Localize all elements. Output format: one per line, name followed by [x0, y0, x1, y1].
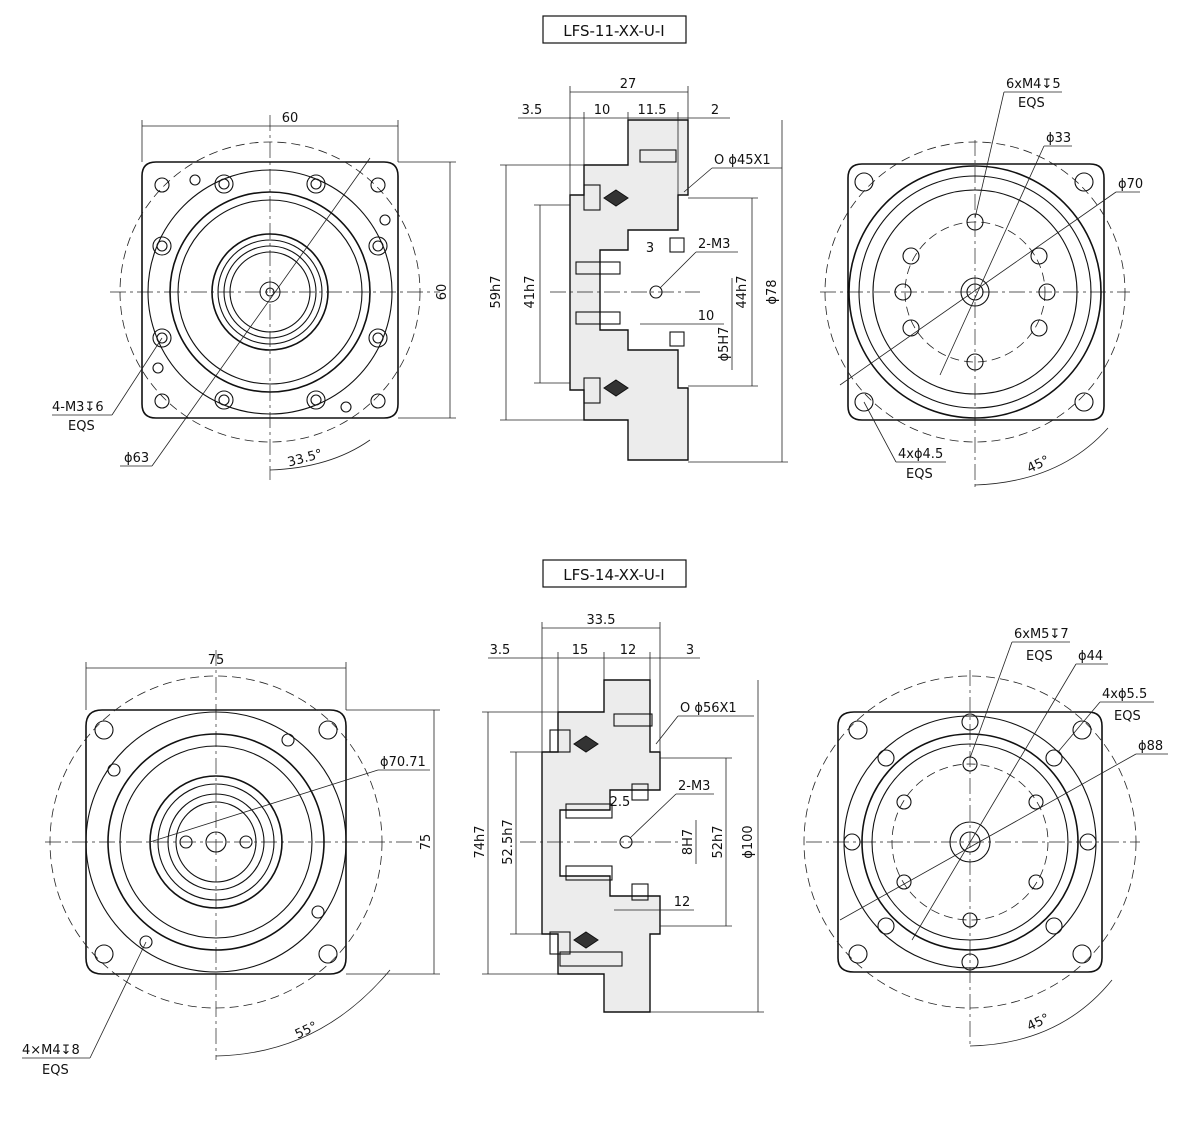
label-pcd: ϕ63 — [124, 451, 149, 466]
label-tapped-holes: 4-M3↧6 — [52, 400, 104, 415]
label-eqs: EQS — [1018, 96, 1045, 111]
label-eqs: EQS — [1026, 649, 1053, 664]
dim-width: 60 — [282, 111, 299, 126]
dim-small: 3 — [646, 241, 654, 256]
label-tapped-holes: 6xM5↧7 — [1014, 627, 1069, 642]
dim-width: 75 — [208, 653, 225, 668]
label-angle: 33.5° — [286, 447, 324, 471]
dim-diameter-4: 52h7 — [711, 825, 726, 858]
model-lfs-11: LFS-11-XX-U-I — [52, 15, 1143, 488]
dim-top-1: 3.5 — [490, 643, 511, 658]
model-lfs-14: LFS-14-XX-U-I 75 — [22, 559, 1168, 1078]
dim-depth: 12 — [674, 895, 691, 910]
label-radial-hole: 2-M3 — [698, 237, 730, 252]
model-title-box — [542, 559, 687, 588]
dim-height: 60 — [435, 284, 450, 301]
dim-overall: 33.5 — [587, 613, 616, 628]
dim-top-3: 12 — [620, 643, 637, 658]
dim-depth: 10 — [698, 309, 715, 324]
label-radial-hole: 2-M3 — [678, 779, 710, 794]
label-oring: O ϕ56X1 — [680, 701, 737, 716]
dim-diameter-1: 74h7 — [473, 825, 488, 858]
dim-top-2: 10 — [594, 103, 611, 118]
label-mount-holes: 4xϕ4.5 — [898, 447, 943, 462]
dim-diameter-1: 59h7 — [489, 275, 504, 308]
front-view: 60 60 4-M3↧6 EQS ϕ63 33.5° — [52, 111, 456, 480]
dim-diameter-3: 44h7 — [735, 275, 750, 308]
label-oring: O ϕ45X1 — [714, 153, 771, 168]
label-angle: 45° — [1025, 1011, 1052, 1034]
dim-small: 2.5 — [610, 795, 631, 810]
model-title: LFS-11-XX-U-I — [563, 22, 664, 40]
model-title: LFS-14-XX-U-I — [563, 566, 664, 584]
label-outer-diameter: ϕ70 — [1118, 177, 1143, 192]
dim-top-1: 3.5 — [522, 103, 543, 118]
rear-view: 6xM4↧5 EQS ϕ33 ϕ70 4xϕ4.5 EQS 45° — [820, 77, 1143, 488]
dim-diameter-3: 8H7 — [681, 829, 696, 855]
dim-height: 75 — [419, 834, 434, 851]
dim-top-4: 2 — [711, 103, 719, 118]
front-view: 75 75 ϕ70.71 4×M4↧8 EQS 55° — [22, 650, 440, 1078]
dim-diameter-5: ϕ100 — [741, 825, 756, 858]
dim-diameter-5: ϕ5H7 — [717, 327, 732, 362]
label-pcd: ϕ44 — [1078, 649, 1103, 664]
label-outer-diameter: ϕ88 — [1138, 739, 1163, 754]
label-pcd: ϕ33 — [1046, 131, 1071, 146]
dim-diameter-4: ϕ78 — [765, 279, 780, 304]
label-eqs: EQS — [42, 1063, 69, 1078]
label-eqs: EQS — [1114, 709, 1141, 724]
label-tapped-holes: 4×M4↧8 — [22, 1043, 80, 1058]
dim-top-2: 15 — [572, 643, 589, 658]
label-angle: 45° — [1025, 453, 1052, 476]
label-eqs: EQS — [68, 419, 95, 434]
dim-overall: 27 — [620, 77, 637, 92]
dim-diameter-2: 52.5h7 — [501, 819, 516, 864]
section-view: 33.5 3.5 15 12 3 O ϕ56X1 2-M3 2.5 12 74h… — [473, 613, 764, 1013]
label-angle: 55° — [293, 1019, 320, 1042]
dim-top-4: 3 — [686, 643, 694, 658]
model-title-box — [542, 15, 687, 44]
label-mount-holes: 4xϕ5.5 — [1102, 687, 1147, 702]
dim-diameter-2: 41h7 — [523, 275, 538, 308]
label-eqs: EQS — [906, 467, 933, 482]
rear-view: 6xM5↧7 EQS ϕ44 4xϕ5.5 EQS ϕ88 45° — [803, 627, 1168, 1048]
section-view: 27 3.5 10 11.5 2 O ϕ45X1 2-M3 3 10 59h7 — [489, 77, 788, 463]
label-tapped-holes: 6xM4↧5 — [1006, 77, 1061, 92]
dim-top-3: 11.5 — [638, 103, 667, 118]
label-diameter: ϕ70.71 — [380, 755, 426, 770]
